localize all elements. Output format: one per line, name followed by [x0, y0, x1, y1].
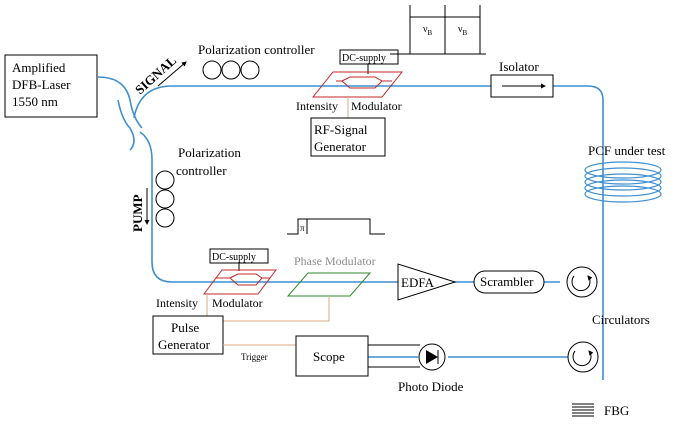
intensity-modulator-bottom: DC-supply Intensity Modulator	[156, 248, 277, 316]
circulator-lower	[567, 341, 599, 373]
pol-controller-left-line1: Polarization	[178, 145, 241, 160]
intensity-modulator-top: DC-supply Intensity Modulator	[296, 49, 404, 118]
laser-box: Amplified DFB-Laser 1550 nm	[4, 54, 98, 118]
phase-modulator: Phase Modulator	[222, 254, 376, 322]
polarization-controller-left: Polarization controller	[155, 145, 241, 228]
intensity-modulator-bottom-left: Intensity	[156, 296, 198, 310]
polarization-controller-top: Polarization controller	[198, 42, 315, 80]
scope: Scope	[295, 335, 420, 377]
scrambler-label: Scrambler	[480, 274, 534, 289]
scope-label: Scope	[313, 349, 345, 364]
spectrum-sketch: νB νB	[390, 5, 486, 55]
isolator-label: Isolator	[499, 59, 539, 74]
rf-generator-line1: RF-Signal	[314, 122, 368, 137]
edfa-label: EDFA	[401, 275, 435, 290]
pol-controller-top-label: Polarization controller	[198, 42, 315, 57]
pulse-generator-line1: Pulse	[171, 320, 199, 335]
pulse-marker: π	[300, 223, 305, 233]
scrambler: Scrambler	[473, 270, 545, 294]
signal-label: SIGNAL	[132, 53, 179, 98]
signal-arrow	[157, 61, 187, 87]
fiber-network	[97, 76, 604, 380]
pulse-generator: Pulse Generator Trigger	[152, 315, 296, 362]
fiber-signal-branch	[133, 85, 604, 380]
dc-supply-bottom-label: DC-supply	[212, 252, 256, 263]
spectrum-label-left: νB	[423, 24, 433, 37]
photo-diode-label: Photo Diode	[398, 379, 464, 394]
intensity-modulator-top-left: Intensity	[296, 99, 338, 113]
circulator-upper	[566, 266, 598, 298]
intensity-modulator-top-right: Modulator	[351, 99, 402, 113]
photo-diode: Photo Diode	[398, 343, 464, 394]
pulse-generator-line2: Generator	[158, 337, 211, 352]
pump-label: PUMP	[130, 194, 145, 232]
laser-label-line1: Amplified	[12, 60, 66, 75]
phase-modulator-label: Phase Modulator	[294, 254, 376, 268]
fiber-pump-branch	[139, 131, 560, 283]
spectrum-label-right: νB	[458, 24, 468, 37]
circulators-label: Circulators	[592, 312, 650, 327]
fiber-laser-out	[97, 76, 143, 129]
pcf-coil: PCF under test	[584, 143, 666, 203]
fbg-label: FBG	[604, 403, 629, 418]
intensity-modulator-bottom-right: Modulator	[212, 296, 263, 310]
fbg: FBG	[572, 403, 629, 418]
laser-label-line3: 1550 nm	[12, 94, 58, 109]
isolator: Isolator	[490, 59, 554, 98]
fiber-coupler-loop	[117, 99, 135, 151]
pol-controller-left-line2: controller	[176, 163, 227, 178]
rf-signal-generator: RF-Signal Generator	[310, 117, 386, 157]
dc-supply-top-label: DC-supply	[342, 53, 386, 64]
pulse-sketch: π	[287, 218, 385, 235]
edfa: EDFA	[397, 263, 457, 301]
rf-generator-line2: Generator	[314, 139, 367, 154]
laser-label-line2: DFB-Laser	[12, 77, 71, 92]
trigger-label: Trigger	[241, 352, 268, 362]
pcf-label: PCF under test	[588, 143, 666, 158]
